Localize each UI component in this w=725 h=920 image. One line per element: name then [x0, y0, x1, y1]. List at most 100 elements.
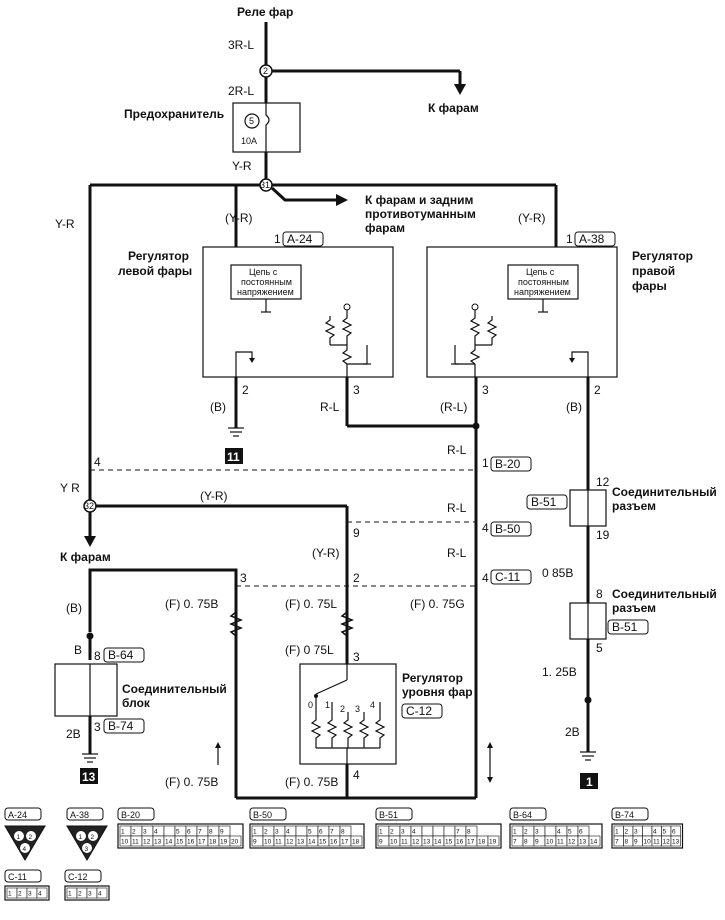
connector-tag: [526, 494, 568, 510]
legend-pin-label: 3: [28, 891, 32, 898]
legend-pin-label: 12: [663, 839, 671, 846]
wire-label: R-L: [447, 546, 467, 560]
wire-label: (Y-R): [200, 489, 228, 503]
wire-label: Y-R: [232, 159, 252, 173]
pin-label: 3: [353, 650, 360, 664]
level-regulator-title: Регулятор: [402, 671, 463, 685]
pin-label: 5: [596, 641, 603, 655]
legend-pin-label: 8: [625, 839, 629, 846]
right-regulator-title: фары: [632, 279, 667, 293]
connector-label: A-38: [579, 232, 605, 246]
legend-cell: [350, 835, 363, 847]
pin-label: 3: [353, 383, 360, 397]
joint-connector-label: Соединительный: [612, 587, 717, 601]
wire-label: (Y-R): [518, 211, 546, 225]
const-circuit-label: постоянным: [518, 277, 569, 287]
legend-pin-label: 10: [390, 839, 398, 846]
joint-connector-label: разъем: [612, 499, 656, 513]
legend-pin-label: 16: [456, 839, 464, 846]
legend-pin-label: 10: [546, 839, 554, 846]
wire-label: (B): [66, 601, 82, 615]
legend-pin-label: 13: [154, 839, 162, 846]
legend-pin-label: 17: [198, 839, 206, 846]
legend-connector-name: B-74: [615, 810, 634, 820]
pin-label: 12: [596, 475, 610, 489]
legend-pin-label: 2: [29, 834, 33, 841]
legend-pin-label: 2: [524, 829, 528, 836]
legend-connector-tag: [509, 807, 547, 821]
connector-label: B-74: [108, 719, 134, 733]
wire-label: 0 85B: [542, 566, 573, 580]
legend-pin-label: 10: [644, 839, 652, 846]
pin-label: 2: [242, 383, 249, 397]
legend-pin-label: 20: [231, 839, 239, 846]
legend-pin-label: 1: [68, 891, 72, 898]
legend-pin-label: 7: [198, 829, 202, 836]
legend-pin-label: 4: [412, 829, 416, 836]
wire-label: (Y-R): [225, 211, 253, 225]
legend-pin-label: 10: [121, 839, 129, 846]
connector-tag: [490, 456, 532, 472]
wire-label: 1. 25B: [542, 665, 577, 679]
legend-pin-label: 6: [187, 829, 191, 836]
legend-pin-label: 11: [653, 839, 660, 846]
legend-pin-label: 14: [165, 839, 173, 846]
legend-pin-label: 11: [557, 839, 564, 846]
legend-pin-label: 13: [672, 839, 680, 846]
connector-tag: [401, 703, 443, 719]
pin-label: 3: [482, 383, 489, 397]
wire-label: (F) 0. 75L: [285, 597, 337, 611]
legend-pin-label: 6: [672, 829, 676, 836]
wire-label: (B): [566, 400, 582, 414]
legend-pin-label: 1: [17, 834, 21, 841]
connector-tag: [607, 619, 649, 635]
connector-tag: [574, 231, 616, 247]
terminal-icon: [343, 303, 351, 311]
legend-connector-name: B-64: [513, 810, 532, 820]
right-regulator-title: правой: [632, 264, 675, 278]
pin-label: 19: [596, 528, 610, 542]
pin-label: 8: [94, 649, 101, 663]
const-circuit-box: [507, 264, 579, 300]
fuse-title: Предохранитель: [124, 107, 224, 121]
legend-pin-label: 8: [524, 839, 528, 846]
legend-pin-label: 1: [8, 891, 12, 898]
legend-pin-label: 19: [220, 839, 228, 846]
pin-label: 2: [353, 571, 360, 585]
legend-pin-label: 11: [132, 839, 139, 846]
switch-position: 4: [370, 700, 375, 710]
const-circuit-label: Цепь с: [526, 267, 555, 277]
wire-label: 3R-L: [228, 38, 254, 52]
legend-pin-label: 4: [38, 891, 42, 898]
pin-label: 1: [482, 456, 489, 470]
legend-pin-label: 2: [91, 834, 95, 841]
legend-connector-tag: [4, 807, 42, 821]
joint-connector-label: разъем: [612, 601, 656, 615]
legend-pin-label: 2: [625, 829, 629, 836]
ground-label: 1: [586, 775, 593, 789]
legend-pin-label: 9: [220, 829, 224, 836]
legend-pin-label: 3: [88, 891, 92, 898]
terminal-icon: [471, 303, 479, 311]
legend-connector-tag: [375, 807, 413, 821]
legend-connector-tag: [66, 807, 104, 821]
legend-cell: [421, 825, 434, 837]
legend-pin-label: 7: [456, 829, 460, 836]
legend-pin-label: 2: [264, 829, 268, 836]
legend-connector-name: C-11: [8, 872, 27, 882]
legend-pin: [82, 843, 92, 853]
ground-1-tag: [580, 773, 598, 789]
wire-label: (F) 0 75L: [285, 643, 334, 657]
ground-label: 13: [82, 770, 96, 784]
junction-dot: [472, 422, 480, 430]
legend-pin-label: 9: [535, 839, 539, 846]
connector-tag: [490, 521, 532, 537]
joint-block-label: блок: [122, 696, 151, 710]
legend-cell: [443, 825, 456, 837]
legend-connector-name: A-24: [8, 810, 27, 820]
wire-label: (R-L): [440, 400, 467, 414]
legend-pin-label: 1: [615, 829, 619, 836]
legend-pin-label: 4: [98, 891, 102, 898]
wire-label: (B): [210, 400, 226, 414]
